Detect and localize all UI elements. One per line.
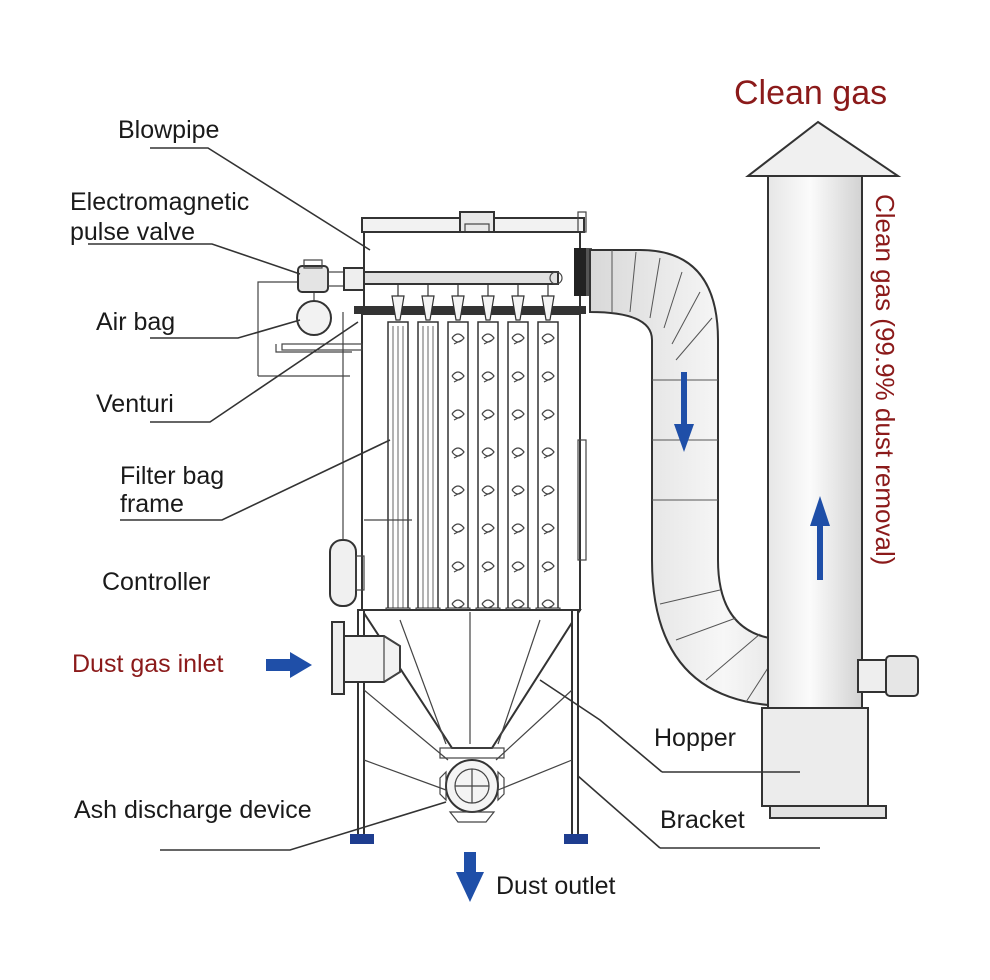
arrow-up-icon	[810, 496, 830, 580]
inlet-duct	[331, 621, 401, 695]
ash-discharge-valve	[439, 747, 505, 823]
label-bracket: Bracket	[660, 806, 745, 834]
controller	[329, 312, 365, 607]
leader-lines	[88, 147, 820, 851]
label-controller: Controller	[102, 568, 210, 596]
foot-right	[564, 834, 588, 844]
arrow-down-icon	[674, 372, 694, 452]
stack	[745, 120, 919, 819]
air-system	[257, 259, 365, 377]
venturi-nozzle	[421, 295, 435, 321]
filter-bag	[415, 321, 441, 615]
foot-left	[350, 834, 374, 844]
arrow-down-icon	[456, 852, 484, 902]
label-venturi: Venturi	[96, 390, 174, 418]
filter-bag	[535, 321, 561, 615]
pulse-valve	[297, 265, 329, 293]
label-filter-bag-frame-line2: frame	[120, 490, 184, 518]
label-air-bag: Air bag	[96, 308, 175, 336]
label-dust-gas-inlet: Dust gas inlet	[72, 650, 224, 678]
venturi-nozzle	[391, 295, 405, 321]
label-filter-bag-frame-line1: Filter bag	[120, 462, 224, 490]
label-pulse-valve-line2: pulse valve	[70, 218, 195, 246]
label-dust-outlet: Dust outlet	[496, 872, 616, 900]
label-ash-discharge-device: Ash discharge device	[74, 796, 312, 824]
arrow-right-icon	[266, 652, 312, 678]
air-bag-tank	[296, 300, 332, 336]
label-clean-gas-top: Clean gas	[734, 74, 887, 112]
bracket	[350, 609, 588, 844]
venturi-nozzle	[511, 295, 525, 321]
label-clean-gas-vertical: Clean gas (99.9% dust removal)	[870, 194, 900, 565]
label-blowpipe: Blowpipe	[118, 116, 219, 144]
filter-bag	[475, 321, 501, 615]
venturi-nozzle	[541, 295, 555, 321]
hopper	[360, 609, 582, 749]
venturi-nozzle	[451, 295, 465, 321]
filter-bag	[445, 321, 471, 615]
venturi-nozzles	[391, 284, 555, 321]
venturi-nozzle	[481, 295, 495, 321]
label-pulse-valve-line1: Electromagnetic	[70, 188, 249, 216]
label-hopper: Hopper	[654, 724, 736, 752]
stack-cap	[745, 120, 902, 177]
filter-bag	[505, 321, 531, 615]
filter-bag	[385, 321, 411, 615]
